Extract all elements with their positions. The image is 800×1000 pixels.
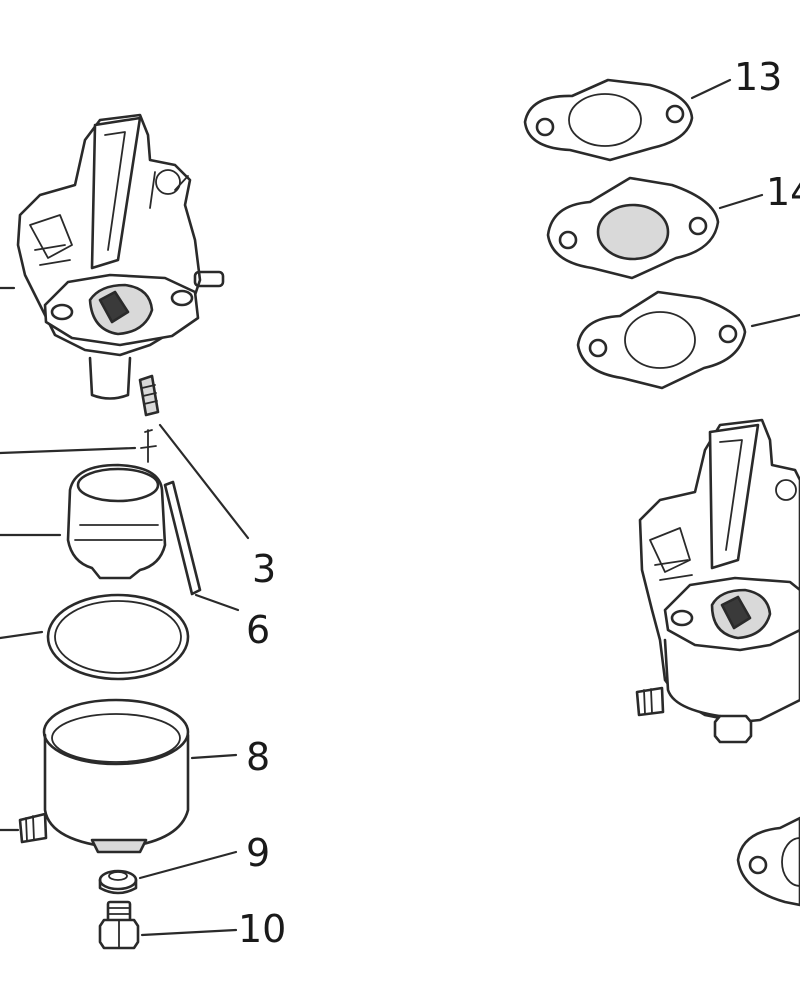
carburetor-assembly-right (635, 418, 800, 744)
bowl-o-ring (0, 593, 190, 681)
callout-13: 13 (734, 55, 782, 99)
callout-leaders-left (138, 423, 250, 937)
float (0, 463, 167, 580)
gasket-14 (546, 176, 764, 280)
callout-10: 10 (238, 907, 286, 951)
callout-3: 3 (252, 547, 276, 591)
gasket-partial-bottom-right (736, 816, 800, 907)
float-hinge-pin (163, 480, 202, 596)
callout-6: 6 (246, 608, 270, 652)
callout-14: 14 (766, 170, 800, 214)
bowl-bolt (98, 900, 140, 950)
carburetor-body-left (0, 113, 225, 400)
callout-8: 8 (246, 735, 270, 779)
float-bowl (0, 698, 190, 854)
float-needle-spring (138, 374, 160, 417)
gasket-15 (576, 290, 800, 390)
gasket-13 (523, 78, 732, 162)
callout-9: 9 (246, 831, 270, 875)
bowl-washer (98, 869, 138, 895)
float-pin-clip (0, 429, 157, 463)
